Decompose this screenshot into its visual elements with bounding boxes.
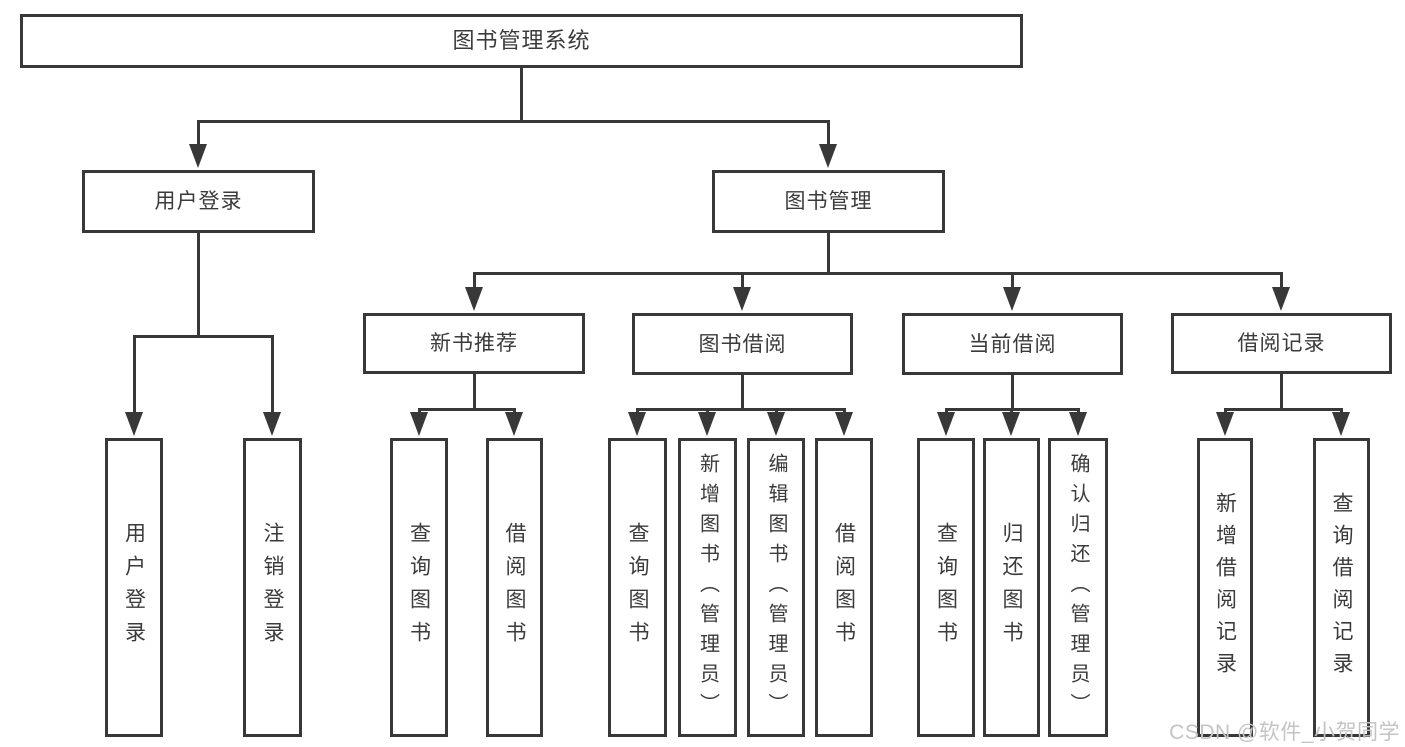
node-bb-add: 新增图书（管理员） [678, 438, 737, 737]
node-label: 归还图书 [1000, 521, 1023, 654]
edge-drop [196, 120, 200, 152]
edge-bus [196, 120, 830, 123]
edge-stem [519, 68, 523, 123]
node-label: 借阅记录 [1237, 332, 1326, 355]
arrowhead-icon [505, 412, 523, 436]
node-label: 图书管理 [784, 190, 873, 213]
node-user-login: 用户登录 [82, 170, 315, 233]
arrowhead-icon [1002, 412, 1020, 436]
node-cb-return: 归还图书 [983, 438, 1040, 737]
arrowhead-icon [1332, 412, 1350, 436]
arrowhead-icon [835, 412, 853, 436]
node-label: 查询图书 [934, 521, 958, 654]
edge-bus [472, 272, 1283, 275]
arrowhead-icon [125, 412, 143, 436]
edge-stem [1279, 374, 1283, 411]
node-cb-confirm: 确认归还（管理员） [1048, 438, 1108, 737]
node-bb-borrow: 借阅图书 [815, 438, 873, 737]
edge-drop [472, 272, 476, 295]
node-br-add: 新增借阅记录 [1197, 438, 1253, 737]
edge-stem [740, 375, 744, 411]
arrowhead-icon [1003, 287, 1021, 311]
arrowhead-icon [733, 287, 751, 311]
arrowhead-icon [628, 412, 646, 436]
node-current-borrow: 当前借阅 [902, 313, 1123, 375]
edge-stem [472, 374, 476, 411]
node-label: 图书借阅 [698, 332, 787, 356]
node-label: 用户登录 [122, 521, 146, 654]
node-br-query: 查询借阅记录 [1313, 438, 1370, 737]
node-label: 借阅图书 [832, 521, 856, 654]
node-book-mgmt: 图书管理 [712, 170, 945, 233]
node-bb-query: 查询图书 [608, 438, 667, 737]
arrowhead-icon [819, 144, 837, 168]
node-label: 新书推荐 [430, 332, 518, 355]
node-label: 用户登录 [154, 190, 243, 213]
node-label: 新增图书（管理员） [696, 452, 719, 723]
node-login-user: 用户登录 [105, 438, 163, 737]
edge-drop [740, 272, 744, 295]
edge-bus [417, 408, 516, 411]
node-login-logout: 注销登录 [243, 438, 302, 737]
edge-bus [635, 408, 846, 411]
node-bb-edit: 编辑图书（管理员） [747, 438, 805, 737]
node-label: 图书管理系统 [452, 28, 591, 53]
edge-drop [1279, 272, 1283, 295]
node-new-book-rec: 新书推荐 [363, 313, 585, 374]
node-label: 借阅图书 [503, 521, 526, 654]
node-book-borrow: 图书借阅 [632, 313, 853, 375]
arrowhead-icon [937, 412, 955, 436]
node-nb-borrow: 借阅图书 [486, 438, 543, 737]
arrowhead-icon [1216, 412, 1234, 436]
edge-bus [132, 335, 274, 338]
edge-drop [1010, 272, 1014, 295]
arrowhead-icon [410, 412, 428, 436]
edge-drop [826, 120, 830, 152]
edge-drop [132, 335, 136, 420]
node-label: 当前借阅 [968, 332, 1057, 356]
watermark: CSDN @软件_小贺同学 [1169, 721, 1400, 744]
node-label: 新增借阅记录 [1213, 491, 1237, 684]
arrowhead-icon [767, 412, 785, 436]
arrowhead-icon [263, 412, 281, 436]
node-borrow-records: 借阅记录 [1171, 313, 1392, 374]
arrowhead-icon [189, 144, 207, 168]
node-label: 确认归还（管理员） [1067, 452, 1089, 723]
edge-stem [826, 233, 830, 275]
arrowhead-icon [698, 412, 716, 436]
edge-drop [270, 335, 274, 420]
node-label: 查询借阅记录 [1330, 491, 1353, 684]
edge-stem [1010, 375, 1014, 411]
node-cb-query: 查询图书 [917, 438, 975, 737]
arrowhead-icon [1272, 287, 1290, 311]
node-label: 注销登录 [261, 521, 284, 654]
node-label: 编辑图书（管理员） [765, 452, 787, 723]
node-root: 图书管理系统 [20, 14, 1023, 68]
arrowhead-icon [1069, 412, 1087, 436]
node-nb-query: 查询图书 [390, 438, 448, 737]
arrowhead-icon [465, 287, 483, 311]
edge-bus [1223, 408, 1343, 411]
node-label: 查询图书 [626, 521, 649, 654]
node-label: 查询图书 [407, 521, 431, 654]
edge-stem [196, 233, 200, 338]
